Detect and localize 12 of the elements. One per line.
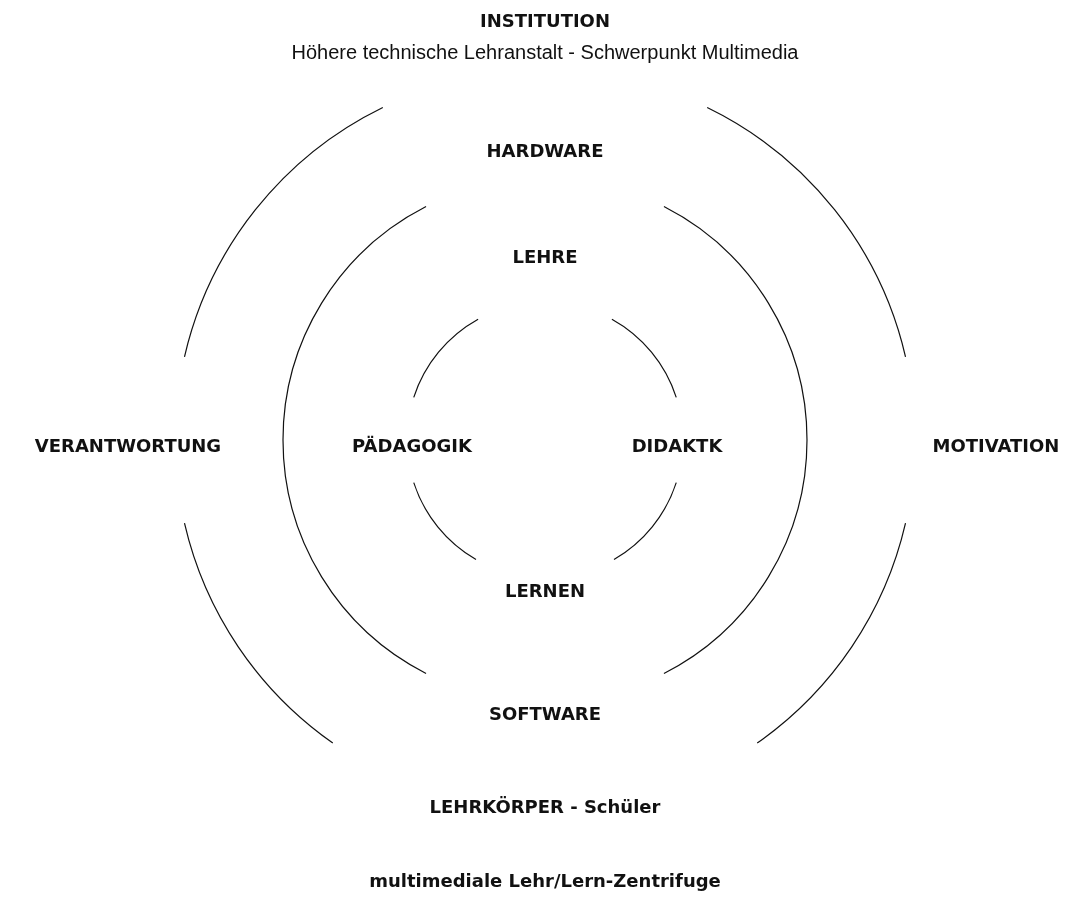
ring-label: LEHRKÖRPER - Schüler xyxy=(429,795,661,817)
ring-label: VERANTWORTUNG xyxy=(34,434,222,456)
ring-label: INSTITUTION xyxy=(480,9,610,31)
caption: multimediale Lehr/Lern-Zentrifuge xyxy=(369,869,721,891)
ring-label: HARDWARE xyxy=(486,139,604,161)
ring-label: PÄDAGOGIK xyxy=(352,434,472,456)
ring-label: LEHRE xyxy=(512,245,578,267)
ring-label: LERNEN xyxy=(504,579,586,601)
ring-label: DIDAKTK xyxy=(631,434,723,456)
ring-label: MOTIVATION xyxy=(932,434,1060,456)
ring-label: SOFTWARE xyxy=(489,702,601,724)
subtitle-text: Höhere technische Lehranstalt - Schwerpunkt Multimedia xyxy=(291,40,799,64)
